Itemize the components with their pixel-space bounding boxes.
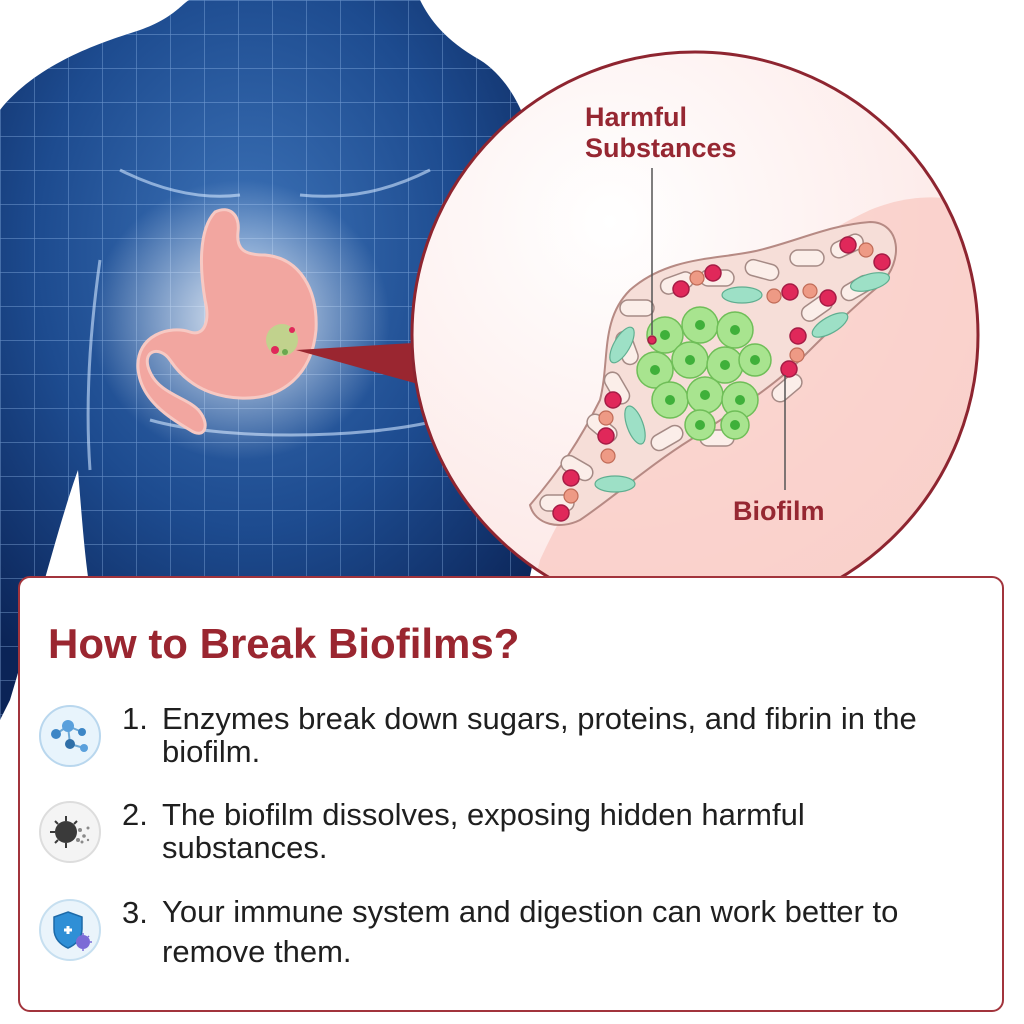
molecule-icon <box>38 704 102 768</box>
harmful-label-line1: Harmful <box>585 102 688 132</box>
step-number: 1. <box>122 701 148 736</box>
step-text: Your immune system and digestion can wor… <box>162 894 899 969</box>
step-number: 2. <box>122 797 148 832</box>
step-item: 3. Your immune system and digestion can … <box>20 894 1000 986</box>
step-item: 1. Enzymes break down sugars, proteins, … <box>20 702 1000 792</box>
zoom-pointer <box>296 342 430 384</box>
step-number: 3. <box>122 895 148 930</box>
stomach-illustration <box>90 180 390 460</box>
harmful-substances-label: Harmful Substances <box>585 102 805 164</box>
panel-title: How to Break Biofilms? <box>48 620 520 667</box>
info-panel: How to Break Biofilms? 1. Enzymes break … <box>18 576 1004 1012</box>
step-item: 2. The biofilm dissolves, exposing hidde… <box>20 798 1000 888</box>
step-text: Enzymes break down sugars, proteins, and… <box>162 701 917 769</box>
biofilm-label: Biofilm <box>733 496 825 526</box>
virus-dissolving-icon <box>38 800 102 864</box>
step-text: The biofilm dissolves, exposing hidden h… <box>162 797 805 865</box>
harmful-label-line2: Substances <box>585 133 737 163</box>
shield-icon <box>38 898 102 962</box>
magnified-view <box>410 50 980 620</box>
